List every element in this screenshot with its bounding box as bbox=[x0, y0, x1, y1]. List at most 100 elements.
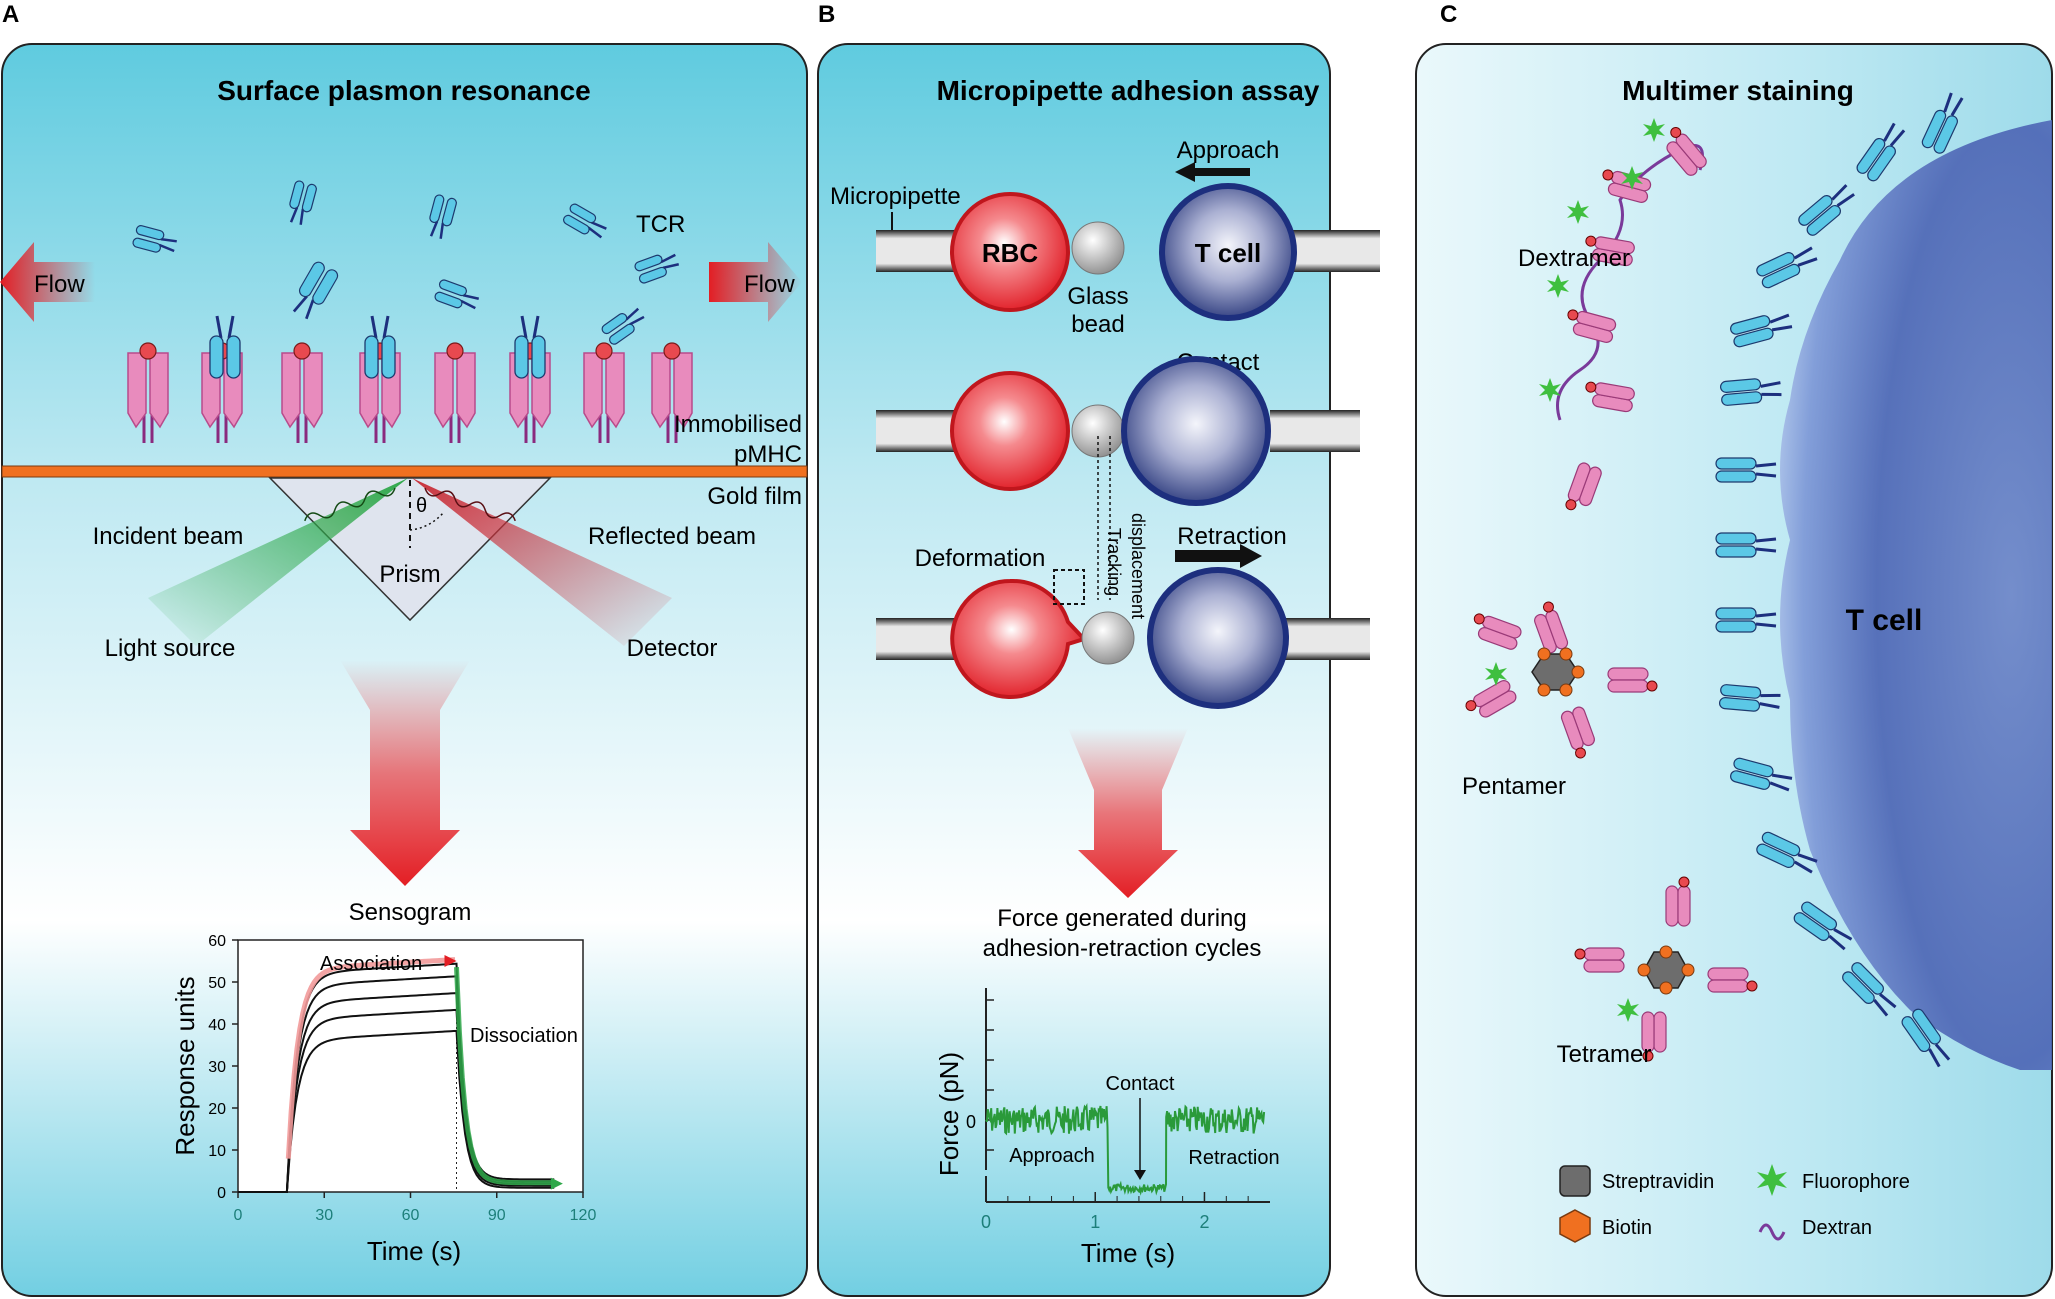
force-xlabel: Time (s) bbox=[1081, 1238, 1175, 1268]
force-ytick-label: 0 bbox=[966, 1112, 976, 1132]
legend: Streptravidin Biotin Fluorophore Dextran bbox=[1559, 1164, 1910, 1243]
row-approach: RBC Glass bead T cell bbox=[876, 183, 1380, 338]
tetramer-label: Tetramer bbox=[1557, 1041, 1652, 1068]
sensogram-xtick-label: 30 bbox=[315, 1207, 333, 1224]
dextran-swatch bbox=[1758, 1223, 1786, 1241]
legend-streptavidin: Streptravidin bbox=[1602, 1171, 1714, 1193]
dextramer: Dextramer bbox=[1518, 124, 1710, 517]
legend-fluorophore: Fluorophore bbox=[1802, 1171, 1910, 1193]
sensogram-xtick-label: 0 bbox=[234, 1207, 243, 1224]
pmhc-label: pMHC bbox=[734, 441, 802, 468]
light-source-label: Light source bbox=[105, 635, 236, 662]
rbc-cell bbox=[950, 192, 1070, 312]
biotin-swatch bbox=[1559, 1209, 1591, 1243]
reflected-beam bbox=[412, 478, 672, 646]
rbc-label: RBC bbox=[982, 238, 1039, 268]
immobilised-label: Immobilised bbox=[674, 411, 802, 438]
retraction-label: Retraction bbox=[1177, 523, 1286, 550]
panel-b-title: Micropipette adhesion assay bbox=[937, 75, 1320, 106]
t-cell-body bbox=[1780, 120, 2052, 1070]
force-xtick-label: 1 bbox=[1090, 1212, 1100, 1232]
dissociation-highlight bbox=[454, 967, 555, 1186]
pentamer: Pentamer bbox=[1462, 599, 1658, 800]
gold-film-label: Gold film bbox=[707, 483, 802, 510]
displacement-label: displacement bbox=[1128, 513, 1148, 619]
sensogram-ytick-label: 0 bbox=[217, 1185, 226, 1202]
sensogram-ytick-label: 50 bbox=[208, 975, 226, 992]
retraction-arrow bbox=[1175, 544, 1262, 568]
streptavidin-swatch bbox=[1559, 1165, 1591, 1197]
panel-a-title: Surface plasmon resonance bbox=[217, 75, 590, 106]
flow-left-label: Flow bbox=[34, 271, 85, 298]
dissociation-arrowhead bbox=[550, 1177, 563, 1190]
force-ylabel: Force (pN) bbox=[934, 1052, 964, 1176]
sensogram-series-line bbox=[238, 962, 555, 1193]
sensogram-lines bbox=[238, 955, 563, 1193]
approach-arrow bbox=[1175, 162, 1250, 182]
contact-annotation: Contact bbox=[1106, 1073, 1175, 1095]
force-label-1: Force generated during bbox=[997, 905, 1247, 932]
force-trace bbox=[985, 1102, 1266, 1196]
t-cell-3 bbox=[1147, 567, 1289, 709]
prism-label: Prism bbox=[379, 561, 440, 588]
micropipette-left bbox=[876, 230, 956, 272]
row-contact bbox=[876, 356, 1360, 506]
panel-c-title: Multimer staining bbox=[1622, 75, 1854, 106]
bead-label: bead bbox=[1071, 311, 1124, 338]
down-arrow-b bbox=[1068, 728, 1188, 898]
incident-beam-label: Incident beam bbox=[93, 523, 244, 550]
retraction-annotation: Retraction bbox=[1188, 1147, 1279, 1169]
association-highlight bbox=[285, 957, 456, 1159]
t-cell-c-label: T cell bbox=[1846, 604, 1923, 637]
sensogram-ytick-label: 10 bbox=[208, 1143, 226, 1160]
rbc-cell-2 bbox=[950, 371, 1070, 491]
flow-left-arrow: Flow bbox=[0, 242, 95, 322]
sensogram-xtick-label: 60 bbox=[402, 1207, 420, 1224]
row-retraction bbox=[876, 567, 1370, 709]
flow-right-arrow: Flow bbox=[709, 242, 802, 322]
rbc-cell-3 bbox=[950, 578, 1088, 699]
sensogram-series-line bbox=[238, 1029, 555, 1193]
force-xtick-label: 0 bbox=[981, 1212, 991, 1232]
sensogram-ytick-label: 20 bbox=[208, 1101, 226, 1118]
micropipette-right bbox=[1290, 230, 1380, 272]
down-arrow-a bbox=[340, 660, 470, 886]
tracking-label: Tracking bbox=[1104, 528, 1124, 596]
sensogram-series-line bbox=[238, 1008, 555, 1193]
tcr-label: TCR bbox=[636, 211, 685, 238]
sensogram-xlabel: Time (s) bbox=[367, 1236, 461, 1266]
sensogram-xtick-label: 90 bbox=[488, 1207, 506, 1224]
panel-a-letter: A bbox=[2, 1, 19, 28]
t-cell-1 bbox=[1159, 183, 1297, 321]
association-label: Association bbox=[320, 953, 422, 975]
panel-b-letter: B bbox=[818, 1, 835, 28]
approach-label: Approach bbox=[1177, 137, 1280, 164]
dextramer-fluorophores bbox=[1539, 118, 1665, 402]
fluorophore-swatch bbox=[1757, 1164, 1787, 1196]
sensogram-ytick-label: 60 bbox=[208, 933, 226, 950]
reflected-beam-label: Reflected beam bbox=[588, 523, 756, 550]
dissociation-label: Dissociation bbox=[470, 1025, 578, 1047]
dextramer-label: Dextramer bbox=[1518, 245, 1630, 272]
sensogram-ytick-label: 40 bbox=[208, 1017, 226, 1034]
glass-bead-3 bbox=[1081, 611, 1135, 665]
gold-film bbox=[1, 465, 808, 478]
association-arrowhead bbox=[444, 955, 457, 967]
pentamer-label: Pentamer bbox=[1462, 773, 1566, 800]
force-label-2: adhesion-retraction cycles bbox=[983, 935, 1262, 962]
panel-c: C T cell Multimer staining bbox=[1415, 1, 2053, 1297]
panel-c-letter: C bbox=[1440, 1, 1457, 28]
theta-label: θ bbox=[416, 495, 427, 517]
incident-beam bbox=[148, 478, 408, 646]
panel-a: A Surface plasmon resonance Flow Flow TC… bbox=[0, 1, 808, 1297]
sensogram-xtick-label: 120 bbox=[570, 1207, 597, 1224]
glass-label: Glass bbox=[1067, 283, 1128, 310]
panel-b: B Micropipette adhesion assay Approach M… bbox=[817, 1, 1380, 1297]
t-cell-2 bbox=[1121, 356, 1271, 506]
legend-biotin: Biotin bbox=[1602, 1217, 1652, 1239]
